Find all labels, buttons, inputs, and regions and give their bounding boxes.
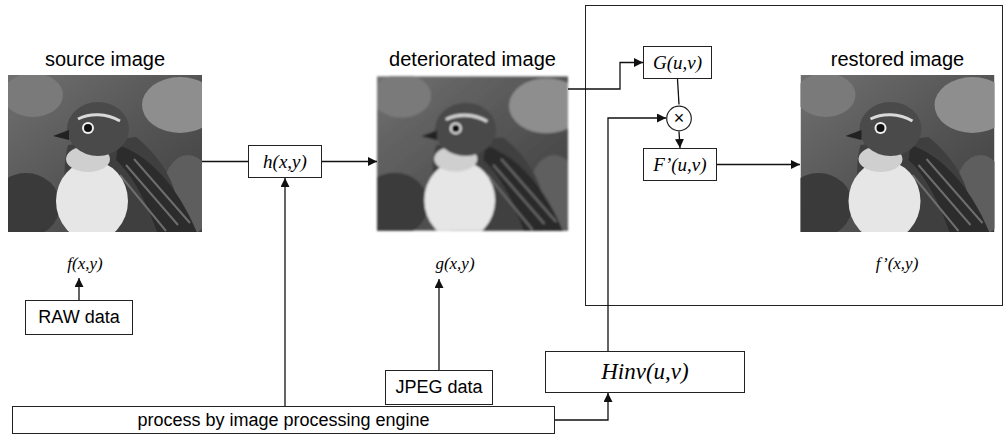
restored-photo: [785, 73, 1008, 241]
process-box: process by image processing engine: [12, 406, 555, 434]
restoration-frame: [586, 6, 1003, 306]
box-text: ×: [674, 108, 685, 129]
inverse-filter-box: Hinv(u,v): [545, 351, 745, 393]
filter-box: h(x,y): [248, 145, 322, 178]
spectrum-box: G(u,v): [643, 46, 712, 79]
image-heading: deteriorated image: [389, 48, 556, 71]
box-text: JPEG data: [395, 377, 482, 398]
data-box: JPEG data: [385, 370, 493, 405]
box-text: RAW data: [38, 307, 119, 328]
image-heading: source image: [45, 48, 165, 71]
signal-label: g(x,y): [435, 254, 474, 274]
circle-shape: [667, 106, 692, 131]
leader-arrow: [78, 278, 79, 300]
data-box: RAW data: [25, 300, 133, 335]
flow-arrow: [678, 79, 680, 105]
flow-arrow: [679, 132, 680, 149]
signal-label: f(x,y): [67, 254, 102, 274]
box-text: Hinv(u,v): [601, 359, 689, 385]
image-heading: restored image: [831, 48, 964, 71]
leader-arrow: [438, 279, 439, 370]
flow-arrow: [202, 161, 248, 162]
flow-arrow: [568, 63, 643, 90]
box-text: process by image processing engine: [137, 410, 429, 431]
spectrum-box: F’(u,v): [643, 148, 717, 181]
box-text: G(u,v): [653, 52, 702, 74]
image-panel: restored image: [800, 75, 995, 232]
box-text: F’(u,v): [653, 154, 706, 176]
image-panel: deteriorated image: [377, 75, 568, 232]
flow-arrow: [717, 164, 800, 165]
image-panel: source image: [8, 75, 202, 232]
flow-arrow: [322, 161, 377, 162]
multiply-circle: ×: [666, 105, 692, 132]
flow-arrow: [555, 393, 608, 420]
deteriorated-photo: [361, 74, 584, 239]
box-text: h(x,y): [263, 151, 307, 173]
flow-arrow: [284, 178, 285, 406]
signal-label: f’(x,y): [876, 254, 919, 274]
source-photo: [0, 73, 218, 241]
